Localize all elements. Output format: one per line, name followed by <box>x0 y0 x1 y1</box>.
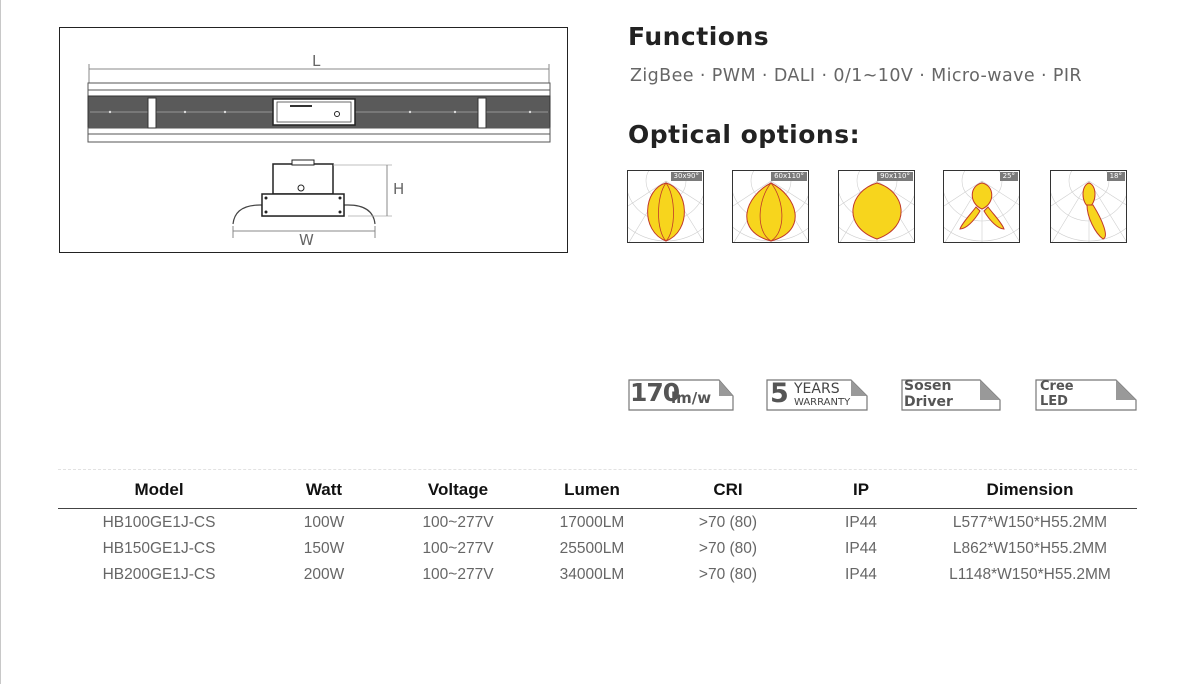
table-header-rule <box>58 508 1137 509</box>
efficacy-unit: lm/w <box>671 389 712 407</box>
table-row-3-voltage: 100~277V <box>422 566 494 583</box>
optic-option-4: 25° <box>943 170 1020 243</box>
table-row-3-watt: 200W <box>303 566 345 583</box>
table-row-3-model: HB200GE1J-CS <box>102 566 216 583</box>
optic-option-2: 60x110° <box>732 170 809 243</box>
badge-frame-icon <box>766 379 868 411</box>
table-row-2-dimension: L862*W150*H55.2MM <box>952 540 1108 557</box>
driver-badge: Sosen Driver <box>900 378 1002 412</box>
beam-pattern-icon <box>839 171 914 242</box>
table-row-2-ip: IP44 <box>845 540 877 557</box>
led-label: LED <box>1040 394 1068 409</box>
badge-frame-icon <box>1035 379 1137 411</box>
table-top-divider <box>58 469 1137 470</box>
warranty-badge: 5 YEARS WARRANTY <box>765 378 869 412</box>
page-edge <box>0 0 1 684</box>
functions-list: ZigBee · PWM · DALI · 0/1~10V · Micro-wa… <box>630 66 1082 86</box>
table-row-1-ip: IP44 <box>845 514 877 531</box>
led-brand: Cree <box>1040 379 1074 394</box>
table-row-3-cri: >70 (80) <box>698 566 758 583</box>
header-voltage: Voltage <box>427 480 489 499</box>
header-model: Model <box>134 480 184 499</box>
height-label: H <box>393 180 405 198</box>
optic-option-3: 90x110° <box>838 170 915 243</box>
table-row-2-cri: >70 (80) <box>698 540 758 557</box>
table-row-1-model: HB100GE1J-CS <box>102 514 216 531</box>
header-watt: Watt <box>305 480 343 499</box>
beam-pattern-icon <box>944 171 1019 242</box>
beam-angle-label: 18° <box>1106 172 1125 181</box>
optical-title: Optical options: <box>628 120 861 149</box>
badge-frame-icon <box>628 379 734 411</box>
optic-option-1: 30x90° <box>627 170 704 243</box>
fixture-drawing: L H W <box>59 27 568 253</box>
header-ip: IP <box>852 480 870 499</box>
warranty-years: YEARS <box>794 381 840 397</box>
table-row-2-model: HB150GE1J-CS <box>102 540 216 557</box>
beam-angle-label: 90x110° <box>877 172 913 181</box>
table-row-3-lumen: 34000LM <box>559 566 625 583</box>
table-row-2-lumen: 25500LM <box>559 540 625 557</box>
table-row-2-watt: 150W <box>303 540 345 557</box>
table-row-1-cri: >70 (80) <box>698 514 758 531</box>
efficacy-badge: 170 lm/w <box>627 378 735 412</box>
table-row-2-voltage: 100~277V <box>422 540 494 557</box>
driver-brand: Sosen <box>904 378 952 394</box>
fixture-outline <box>87 64 551 238</box>
table-row-3-dimension: L1148*W150*H55.2MM <box>949 566 1111 583</box>
table-row-1-lumen: 17000LM <box>559 514 625 531</box>
warranty-label: WARRANTY <box>794 397 851 408</box>
width-label: W <box>299 231 314 249</box>
efficacy-value: 170 <box>630 378 680 407</box>
beam-angle-label: 30x90° <box>670 172 702 181</box>
table-row-1-voltage: 100~277V <box>422 514 494 531</box>
header-dimension: Dimension <box>986 480 1074 499</box>
header-lumen: Lumen <box>564 480 620 499</box>
table-row-1-watt: 100W <box>303 514 345 531</box>
functions-title: Functions <box>628 22 770 51</box>
header-cri: CRI <box>713 480 743 499</box>
beam-pattern-icon <box>733 171 808 242</box>
badge-frame-icon <box>901 379 1001 411</box>
beam-pattern-icon <box>1051 171 1126 242</box>
table-row-3-ip: IP44 <box>845 566 877 583</box>
length-label: L <box>312 52 321 70</box>
optic-option-5: 18° <box>1050 170 1127 243</box>
driver-label: Driver <box>904 394 953 410</box>
beam-angle-label: 25° <box>999 172 1018 181</box>
beam-angle-label: 60x110° <box>771 172 807 181</box>
beam-pattern-icon <box>628 171 703 242</box>
table-row-1-dimension: L577*W150*H55.2MM <box>952 514 1108 531</box>
led-badge: Cree LED <box>1034 378 1138 412</box>
warranty-number: 5 <box>770 378 789 409</box>
